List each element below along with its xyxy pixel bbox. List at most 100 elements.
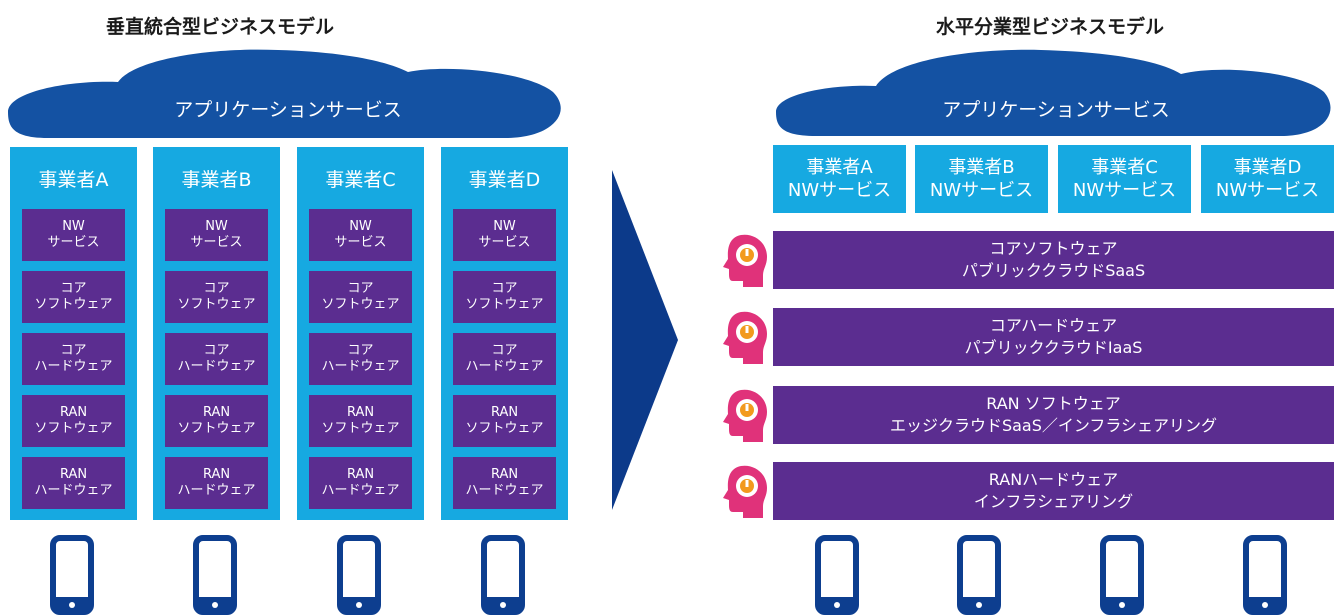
stack-line2: サービス xyxy=(47,235,100,250)
stack-line1: RAN xyxy=(490,467,519,482)
service-line1: 事業者C xyxy=(1091,157,1158,178)
stack-line2: ソフトウェア xyxy=(177,421,256,436)
ai-gear-head-icon xyxy=(723,465,767,518)
stack-line2: サービス xyxy=(334,235,387,250)
stack-line1: RAN xyxy=(59,467,88,482)
layer-line1: コアハードウェア xyxy=(989,316,1118,335)
stack-cell: コアハードウェア xyxy=(453,333,556,385)
service-line2: NWサービス xyxy=(787,180,892,201)
layer-line1: RAN ソフトウェア xyxy=(986,394,1121,413)
stack-line2: ハードウェア xyxy=(177,483,256,498)
right-cloud-icon xyxy=(776,49,1331,137)
stack-line1: NW xyxy=(205,219,228,234)
stack-line1: RAN xyxy=(202,405,231,420)
stack-line2: ハードウェア xyxy=(34,483,113,498)
layer-line1: RANハードウェア xyxy=(988,470,1119,489)
ai-gear-head-icon xyxy=(723,234,767,287)
stack-cell: コアソフトウェア xyxy=(309,271,412,323)
smartphone-icon xyxy=(193,535,237,615)
smartphone-icon xyxy=(815,535,859,615)
service-line2: NWサービス xyxy=(1215,180,1320,201)
stack-line2: ソフトウェア xyxy=(34,297,113,312)
stack-line2: ハードウェア xyxy=(465,483,544,498)
shared-layer: RAN ソフトウェアエッジクラウドSaaS／インフラシェアリング xyxy=(773,386,1334,444)
smartphone-icon xyxy=(1243,535,1287,615)
left-title: 垂直統合型ビジネスモデル xyxy=(105,16,334,38)
operator-name: 事業者D xyxy=(468,169,541,191)
stack-line2: サービス xyxy=(190,235,243,250)
smartphone-icon xyxy=(50,535,94,615)
stack-line1: NW xyxy=(62,219,85,234)
stack-cell: コアソフトウェア xyxy=(22,271,125,323)
stack-line1: コア xyxy=(347,281,374,296)
stack-line2: ハードウェア xyxy=(321,483,400,498)
stack-line1: コア xyxy=(347,343,374,358)
stack-line1: RAN xyxy=(59,405,88,420)
stack-line1: コア xyxy=(60,281,87,296)
left-cloud-icon xyxy=(8,49,561,138)
stack-line1: NW xyxy=(493,219,516,234)
stack-line1: RAN xyxy=(202,467,231,482)
stack-cell: コアハードウェア xyxy=(22,333,125,385)
smartphone-icon xyxy=(337,535,381,615)
left-cloud-label: アプリケーションサービス xyxy=(174,99,402,121)
stack-cell: コアハードウェア xyxy=(165,333,268,385)
stack-line1: RAN xyxy=(346,405,375,420)
stack-line1: RAN xyxy=(346,467,375,482)
shared-layer: コアハードウェアパブリッククラウドIaaS xyxy=(773,308,1334,366)
stack-line2: ソフトウェア xyxy=(177,297,256,312)
stack-line1: コア xyxy=(203,281,230,296)
smartphone-icon xyxy=(481,535,525,615)
stack-line1: RAN xyxy=(490,405,519,420)
layer-line2: インフラシェアリング xyxy=(973,492,1134,511)
service-line1: 事業者D xyxy=(1233,157,1302,178)
service-line2: NWサービス xyxy=(929,180,1034,201)
stack-line2: ソフトウェア xyxy=(321,297,400,312)
stack-line2: ハードウェア xyxy=(34,359,113,374)
stack-line1: NW xyxy=(349,219,372,234)
operator-name: 事業者B xyxy=(181,169,252,191)
stack-line2: ハードウェア xyxy=(465,359,544,374)
ai-gear-head-icon xyxy=(723,311,767,364)
operator-name: 事業者C xyxy=(325,169,396,191)
layer-line1: コアソフトウェア xyxy=(989,239,1118,258)
stack-line2: ハードウェア xyxy=(321,359,400,374)
service-line1: 事業者A xyxy=(806,157,873,178)
layer-line2: エッジクラウドSaaS／インフラシェアリング xyxy=(889,416,1218,435)
right-title: 水平分業型ビジネスモデル xyxy=(935,16,1164,38)
stack-line1: コア xyxy=(491,281,518,296)
stack-line1: コア xyxy=(60,343,87,358)
stack-line2: ソフトウェア xyxy=(321,421,400,436)
smartphone-icon xyxy=(957,535,1001,615)
layer-line2: パブリッククラウドIaaS xyxy=(964,338,1143,357)
shared-layer: RANハードウェアインフラシェアリング xyxy=(773,462,1334,520)
stack-line2: ソフトウェア xyxy=(34,421,113,436)
transition-arrow-icon xyxy=(612,170,678,510)
layer-line2: パブリッククラウドSaaS xyxy=(961,261,1146,280)
stack-cell: コアハードウェア xyxy=(309,333,412,385)
smartphone-icon xyxy=(1100,535,1144,615)
stack-line1: コア xyxy=(203,343,230,358)
service-line2: NWサービス xyxy=(1072,180,1177,201)
shared-layer: コアソフトウェアパブリッククラウドSaaS xyxy=(773,231,1334,289)
stack-line2: サービス xyxy=(478,235,531,250)
stack-cell: コアソフトウェア xyxy=(165,271,268,323)
service-line1: 事業者B xyxy=(948,157,1015,178)
